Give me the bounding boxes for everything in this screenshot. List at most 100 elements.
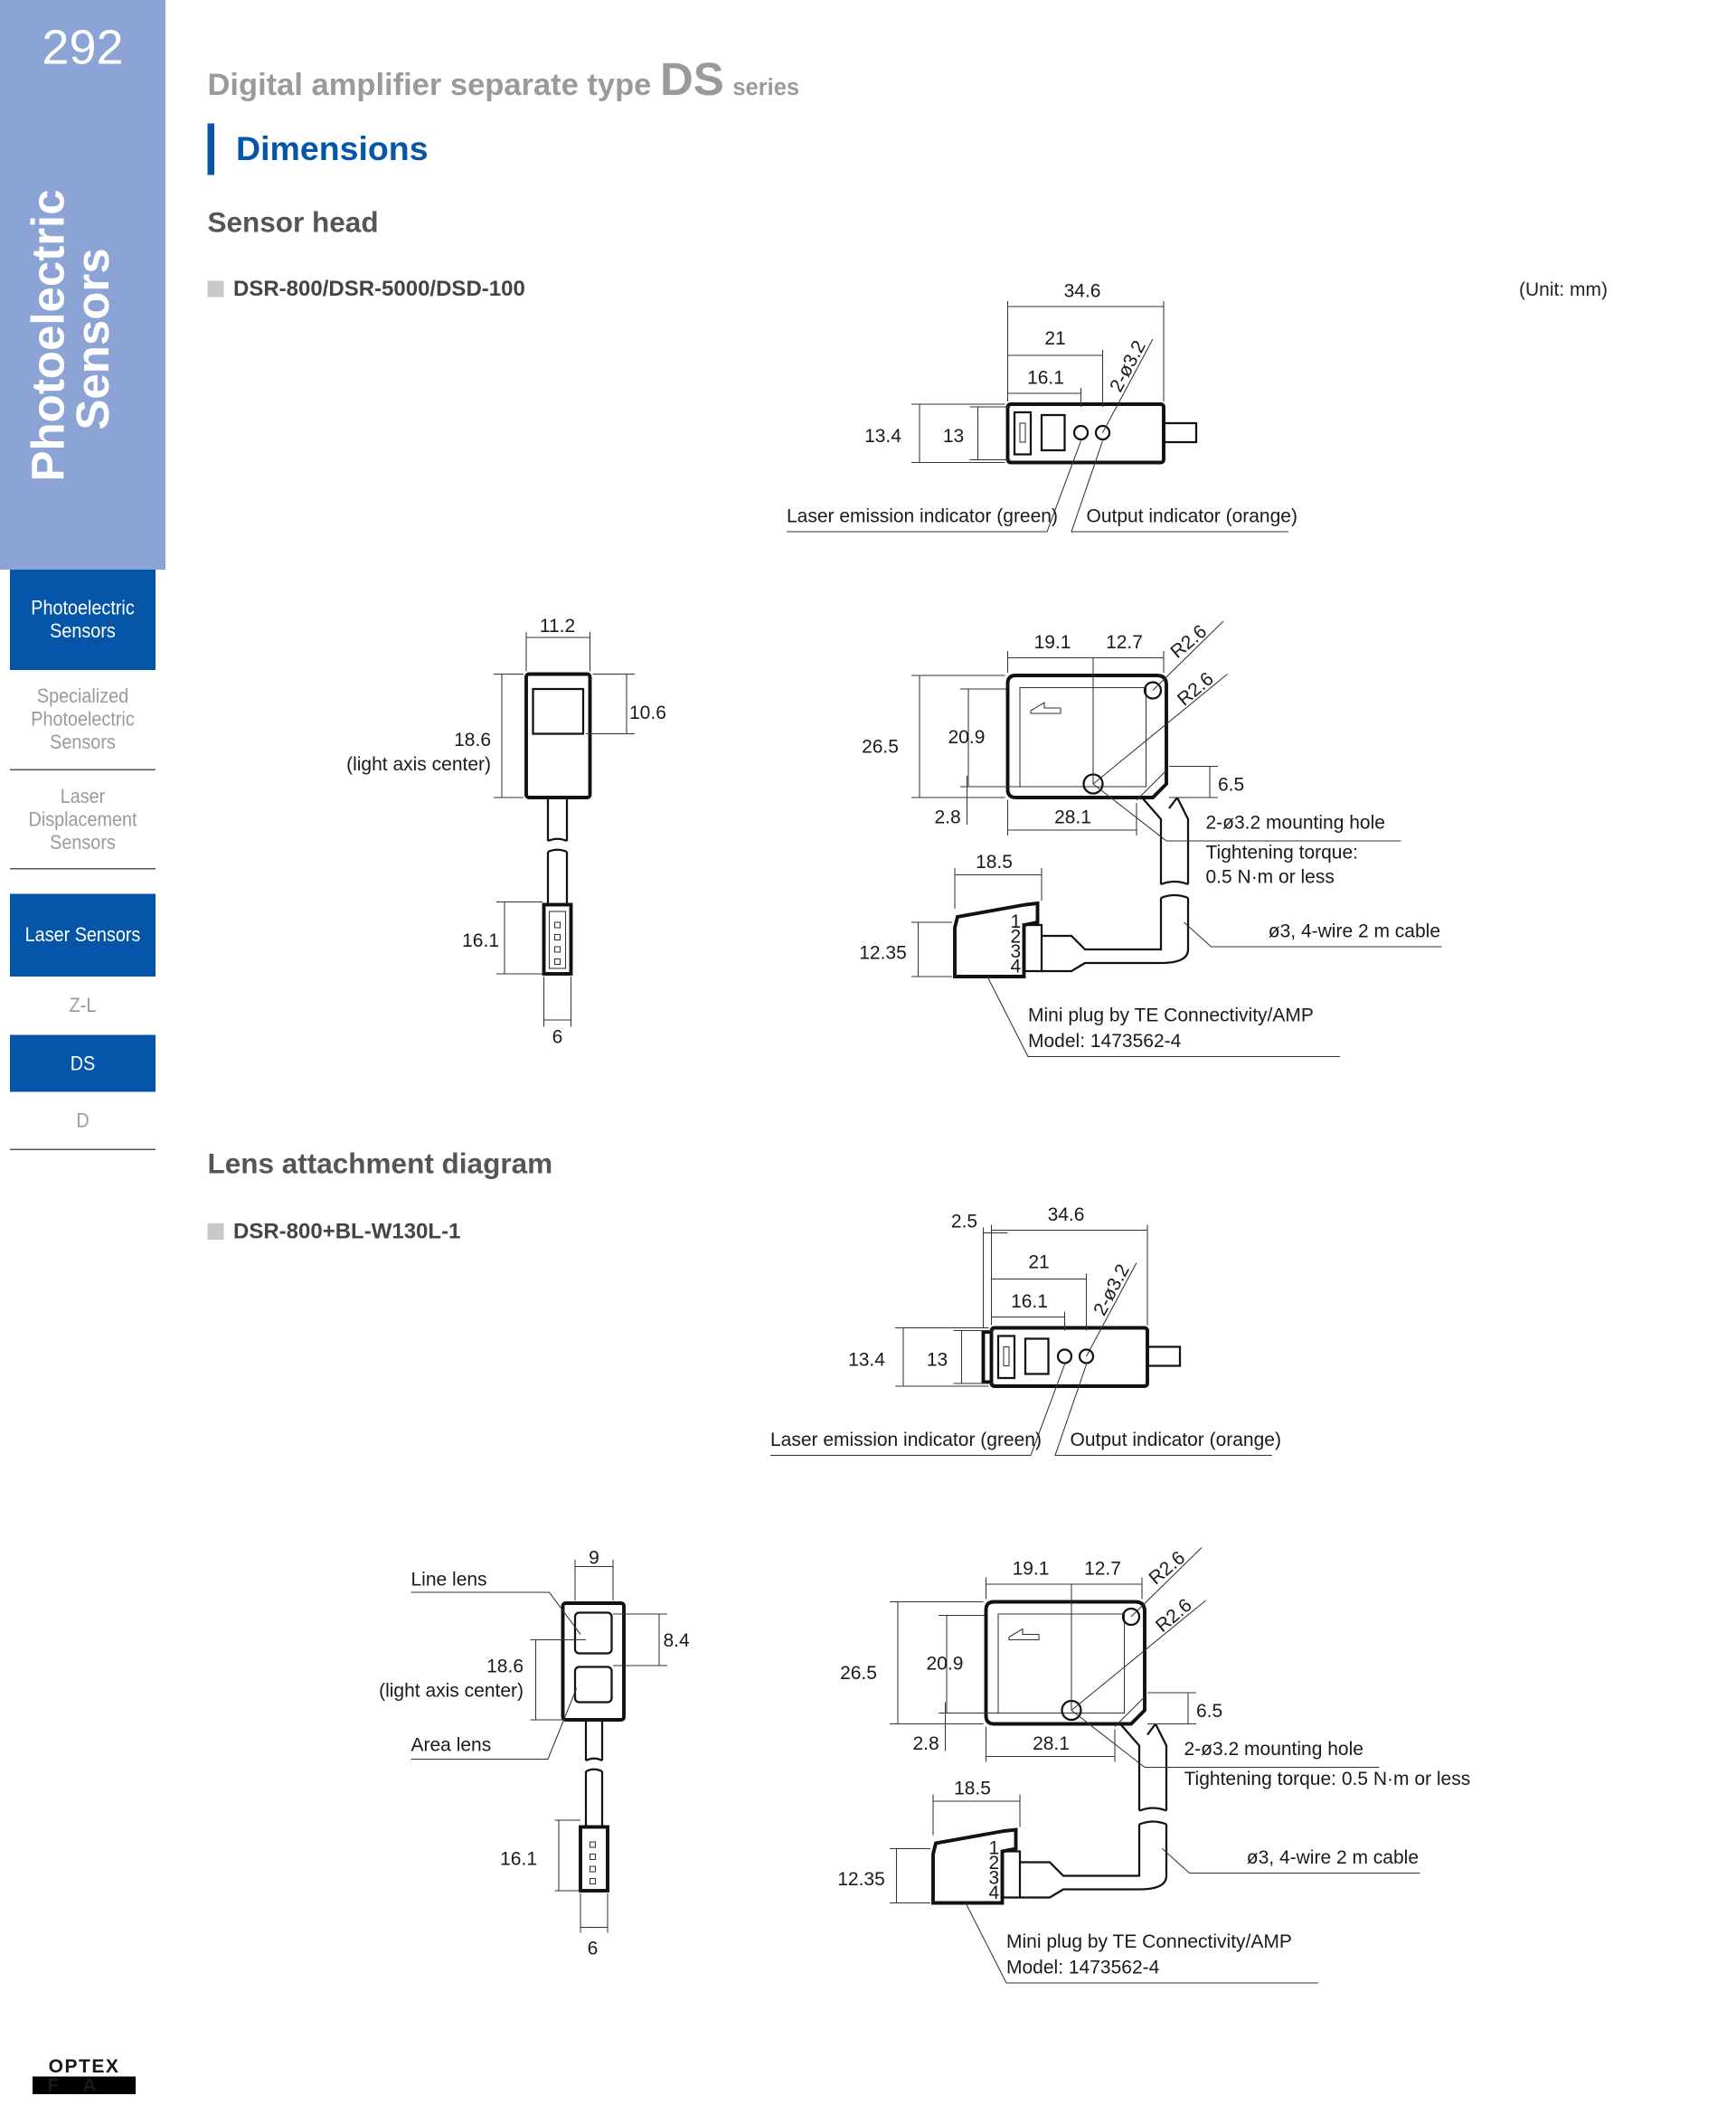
pin-3: 3 <box>1011 941 1022 962</box>
laser-indicator-label: Laser emission indicator (green) <box>787 506 1058 527</box>
mini-plug-label: Mini plug by TE Connectivity/AMP <box>1006 1931 1292 1952</box>
lens-attachment-top-view-drawing: 34.6 21 16.1 2-ø3.2 13.4 13 Laser emissi… <box>770 1204 1281 1457</box>
torque-label-line1: Tightening torque: 0.5 N·m or less <box>1184 1769 1471 1789</box>
dim-width-total: 34.6 <box>1064 281 1101 302</box>
light-axis-note: (light axis center) <box>346 754 491 775</box>
dim-radius-2: R2.6 <box>1174 668 1218 710</box>
lens-attachment-heading: Lens attachment diagram <box>207 1148 553 1181</box>
dim-6-5: 6.5 <box>1218 775 1244 796</box>
pin-1: 1 <box>1011 911 1022 932</box>
model-label: DSR-800+BL-W130L-1 <box>233 1221 461 1244</box>
sensor-head-model: DSR-800/DSR-5000/DSD-100 <box>207 278 525 303</box>
dim-21: 21 <box>1028 1252 1049 1273</box>
dim-height-13: 13 <box>927 1350 948 1371</box>
dim-28-1: 28.1 <box>1054 807 1091 828</box>
dim-20-9: 20.9 <box>927 1654 964 1675</box>
plug-model-label: Model: 1473562-4 <box>1006 1958 1160 1978</box>
dim-8-4: 8.4 <box>664 1630 691 1651</box>
nav-laser-sensors[interactable]: Laser Sensors <box>9 893 156 977</box>
series-title: Digital amplifier separate type DS serie… <box>208 54 800 108</box>
category-banner: 292 Photoelectric Sensors <box>0 0 165 570</box>
pin-2: 2 <box>1011 927 1022 948</box>
lens-attachment-front-view-drawing: 19.1 12.7 R2.6 R2.6 26.5 20.9 6.5 2.8 28… <box>837 1547 1471 1984</box>
dim-9: 9 <box>589 1548 599 1569</box>
nav-laser-displacement-sensors[interactable]: Laser Displacement Sensors <box>9 770 156 870</box>
dim-12-35: 12.35 <box>837 1869 885 1890</box>
nav-specialized-photoelectric-sensors[interactable]: Specialized Photoelectric Sensors <box>9 670 156 770</box>
torque-label-line1: Tightening torque: <box>1206 843 1359 864</box>
laser-indicator-label: Laser emission indicator (green) <box>770 1430 1042 1450</box>
dim-radius-2: R2.6 <box>1152 1595 1196 1637</box>
nav-d[interactable]: D <box>9 1092 156 1150</box>
mounting-hole-label: 2-ø3.2 mounting hole <box>1206 813 1385 834</box>
output-indicator-label: Output indicator (orange) <box>1087 506 1297 527</box>
sensor-head-side-view: 11.2 10.6 18.6 (light axis center) 16.1 … <box>346 616 666 1048</box>
svg-text:OPTEX: OPTEX <box>49 2056 120 2077</box>
line-lens-label: Line lens <box>411 1570 487 1591</box>
dim-11-2: 11.2 <box>540 616 575 637</box>
bullet-square-icon <box>207 1223 224 1240</box>
dim-height-13-4: 13.4 <box>848 1350 885 1371</box>
sensor-head-front-view-drawing: 19.1 12.7 R2.6 R2.6 26.5 20.9 6.5 2.8 28… <box>859 620 1442 1058</box>
cable-label: ø3, 4-wire 2 m cable <box>1269 921 1440 942</box>
dim-holes: 2-ø3.2 <box>1090 1260 1134 1318</box>
unit-note: (Unit: mm) <box>1519 278 1608 300</box>
nav-photoelectric-sensors[interactable]: Photoelectric Sensors <box>9 570 156 670</box>
dim-12-7: 12.7 <box>1084 1559 1121 1580</box>
section-title: Dimensions <box>236 130 429 168</box>
logo-mark: OPTEX FA <box>33 2056 136 2096</box>
area-lens-label: Area lens <box>411 1735 492 1756</box>
dim-2-5: 2.5 <box>951 1212 977 1232</box>
nav-z-l[interactable]: Z-L <box>69 994 97 1018</box>
cable-label: ø3, 4-wire 2 m cable <box>1247 1847 1419 1868</box>
lens-attachment-model: DSR-800+BL-W130L-1 <box>207 1221 461 1245</box>
series-name: DS <box>659 54 724 106</box>
sidebar: 292 Photoelectric Sensors Photoelectric … <box>0 0 165 2124</box>
sensor-head-top-view-drawing: 34.6 21 16.1 2-ø3.2 13.4 13 Laser emissi… <box>787 281 1297 533</box>
dim-12-7: 12.7 <box>1106 632 1143 653</box>
dim-2-8: 2.8 <box>913 1733 939 1754</box>
dim-10-6: 10.6 <box>629 703 666 723</box>
mounting-hole-label: 2-ø3.2 mounting hole <box>1184 1739 1363 1760</box>
pin-3: 3 <box>989 1868 1000 1889</box>
mini-plug-label: Mini plug by TE Connectivity/AMP <box>1028 1005 1314 1026</box>
dim-height-13: 13 <box>943 426 964 447</box>
pin-4: 4 <box>989 1883 1000 1903</box>
nav-ds[interactable]: DS <box>9 1034 156 1092</box>
dim-radius-1: R2.6 <box>1145 1547 1189 1589</box>
series-suffix: series <box>732 74 800 101</box>
plug-model-label: Model: 1473562-4 <box>1028 1031 1182 1052</box>
dim-18-5: 18.5 <box>976 852 1013 873</box>
bullet-square-icon <box>207 280 224 297</box>
pin-1: 1 <box>989 1838 1000 1859</box>
dim-16-1: 16.1 <box>1011 1291 1048 1312</box>
light-axis-note: (light axis center) <box>379 1681 524 1702</box>
dim-6: 6 <box>552 1027 563 1048</box>
sensor-head-heading: Sensor head <box>207 207 379 240</box>
dim-holes: 2-ø3.2 <box>1106 337 1150 395</box>
model-label: DSR-800/DSR-5000/DSD-100 <box>233 278 525 302</box>
dim-width-total: 34.6 <box>1048 1204 1085 1225</box>
dim-height-13-4: 13.4 <box>864 426 901 447</box>
dim-height-26-5: 26.5 <box>862 737 899 758</box>
dim-6: 6 <box>588 1939 599 1959</box>
dim-6-5: 6.5 <box>1196 1701 1222 1722</box>
page-number: 292 <box>42 19 124 75</box>
pin-4: 4 <box>1011 957 1022 977</box>
dim-16-1: 16.1 <box>1027 368 1064 389</box>
dim-height-26-5: 26.5 <box>840 1663 877 1684</box>
torque-label-line2: 0.5 N·m or less <box>1206 867 1335 888</box>
svg-text:FA: FA <box>48 2075 121 2096</box>
dim-16-1: 16.1 <box>500 1849 537 1870</box>
section-accent-bar <box>207 123 214 175</box>
output-indicator-label: Output indicator (orange) <box>1071 1430 1281 1450</box>
dim-21: 21 <box>1044 328 1065 349</box>
dim-18-5: 18.5 <box>954 1779 991 1799</box>
dim-16-1: 16.1 <box>462 930 499 951</box>
dim-18-6: 18.6 <box>454 730 491 750</box>
dim-28-1: 28.1 <box>1033 1733 1070 1754</box>
dim-2-8: 2.8 <box>935 807 961 828</box>
dim-radius-1: R2.6 <box>1166 621 1211 663</box>
dim-19-1: 19.1 <box>1034 632 1071 653</box>
